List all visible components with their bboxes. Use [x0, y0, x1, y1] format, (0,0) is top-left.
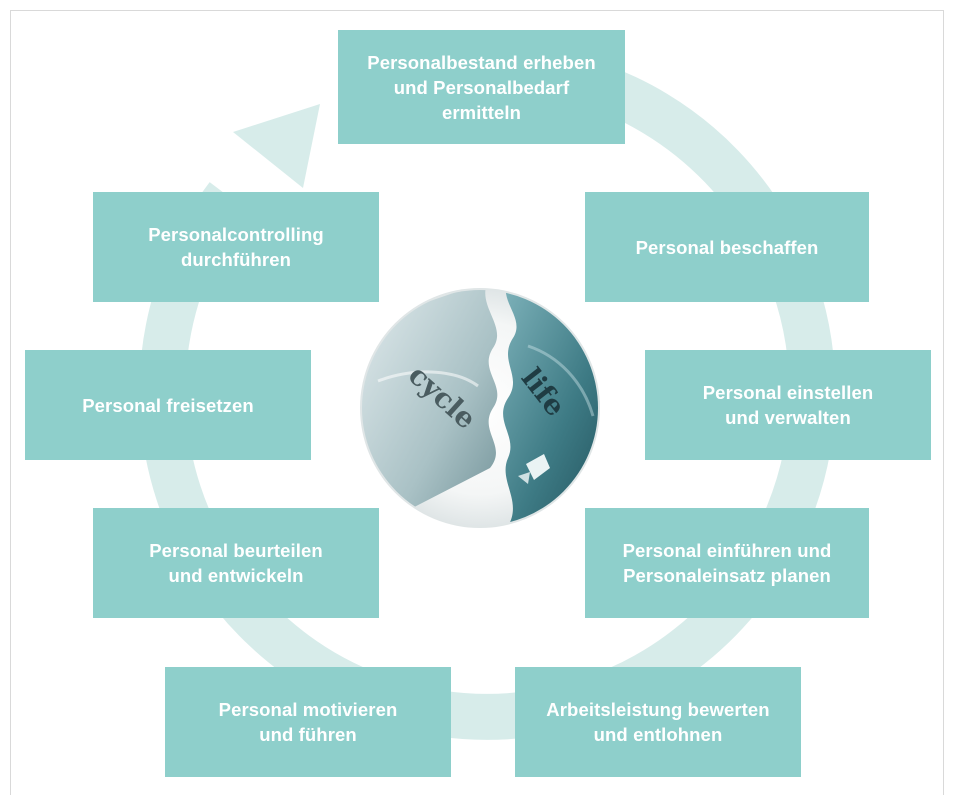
- life-cycle-gear-image: cycle life: [360, 288, 600, 528]
- frame-right-border: [943, 10, 944, 795]
- stage-personal-einfuehren: Personal einführen und Personaleinsatz p…: [585, 508, 869, 618]
- stage-personalcontrolling: Personalcontrolling durchführen: [93, 192, 379, 302]
- stage-personal-freisetzen: Personal freisetzen: [25, 350, 311, 460]
- stage-personal-einstellen: Personal einstellen und verwalten: [645, 350, 931, 460]
- cycle-ring-path: [139, 43, 836, 740]
- stage-personalbedarf: Personalbestand erheben und Personalbeda…: [338, 30, 625, 144]
- frame-top-border: [10, 10, 944, 11]
- stage-personal-motivieren: Personal motivieren und führen: [165, 667, 451, 777]
- frame-left-border: [10, 10, 11, 795]
- stage-personal-beurteilen: Personal beurteilen und entwickeln: [93, 508, 379, 618]
- stage-personal-beschaffen: Personal beschaffen: [585, 192, 869, 302]
- stage-arbeitsleistung: Arbeitsleistung bewerten und entlohnen: [515, 667, 801, 777]
- cycle-arrowhead-icon: [233, 104, 320, 188]
